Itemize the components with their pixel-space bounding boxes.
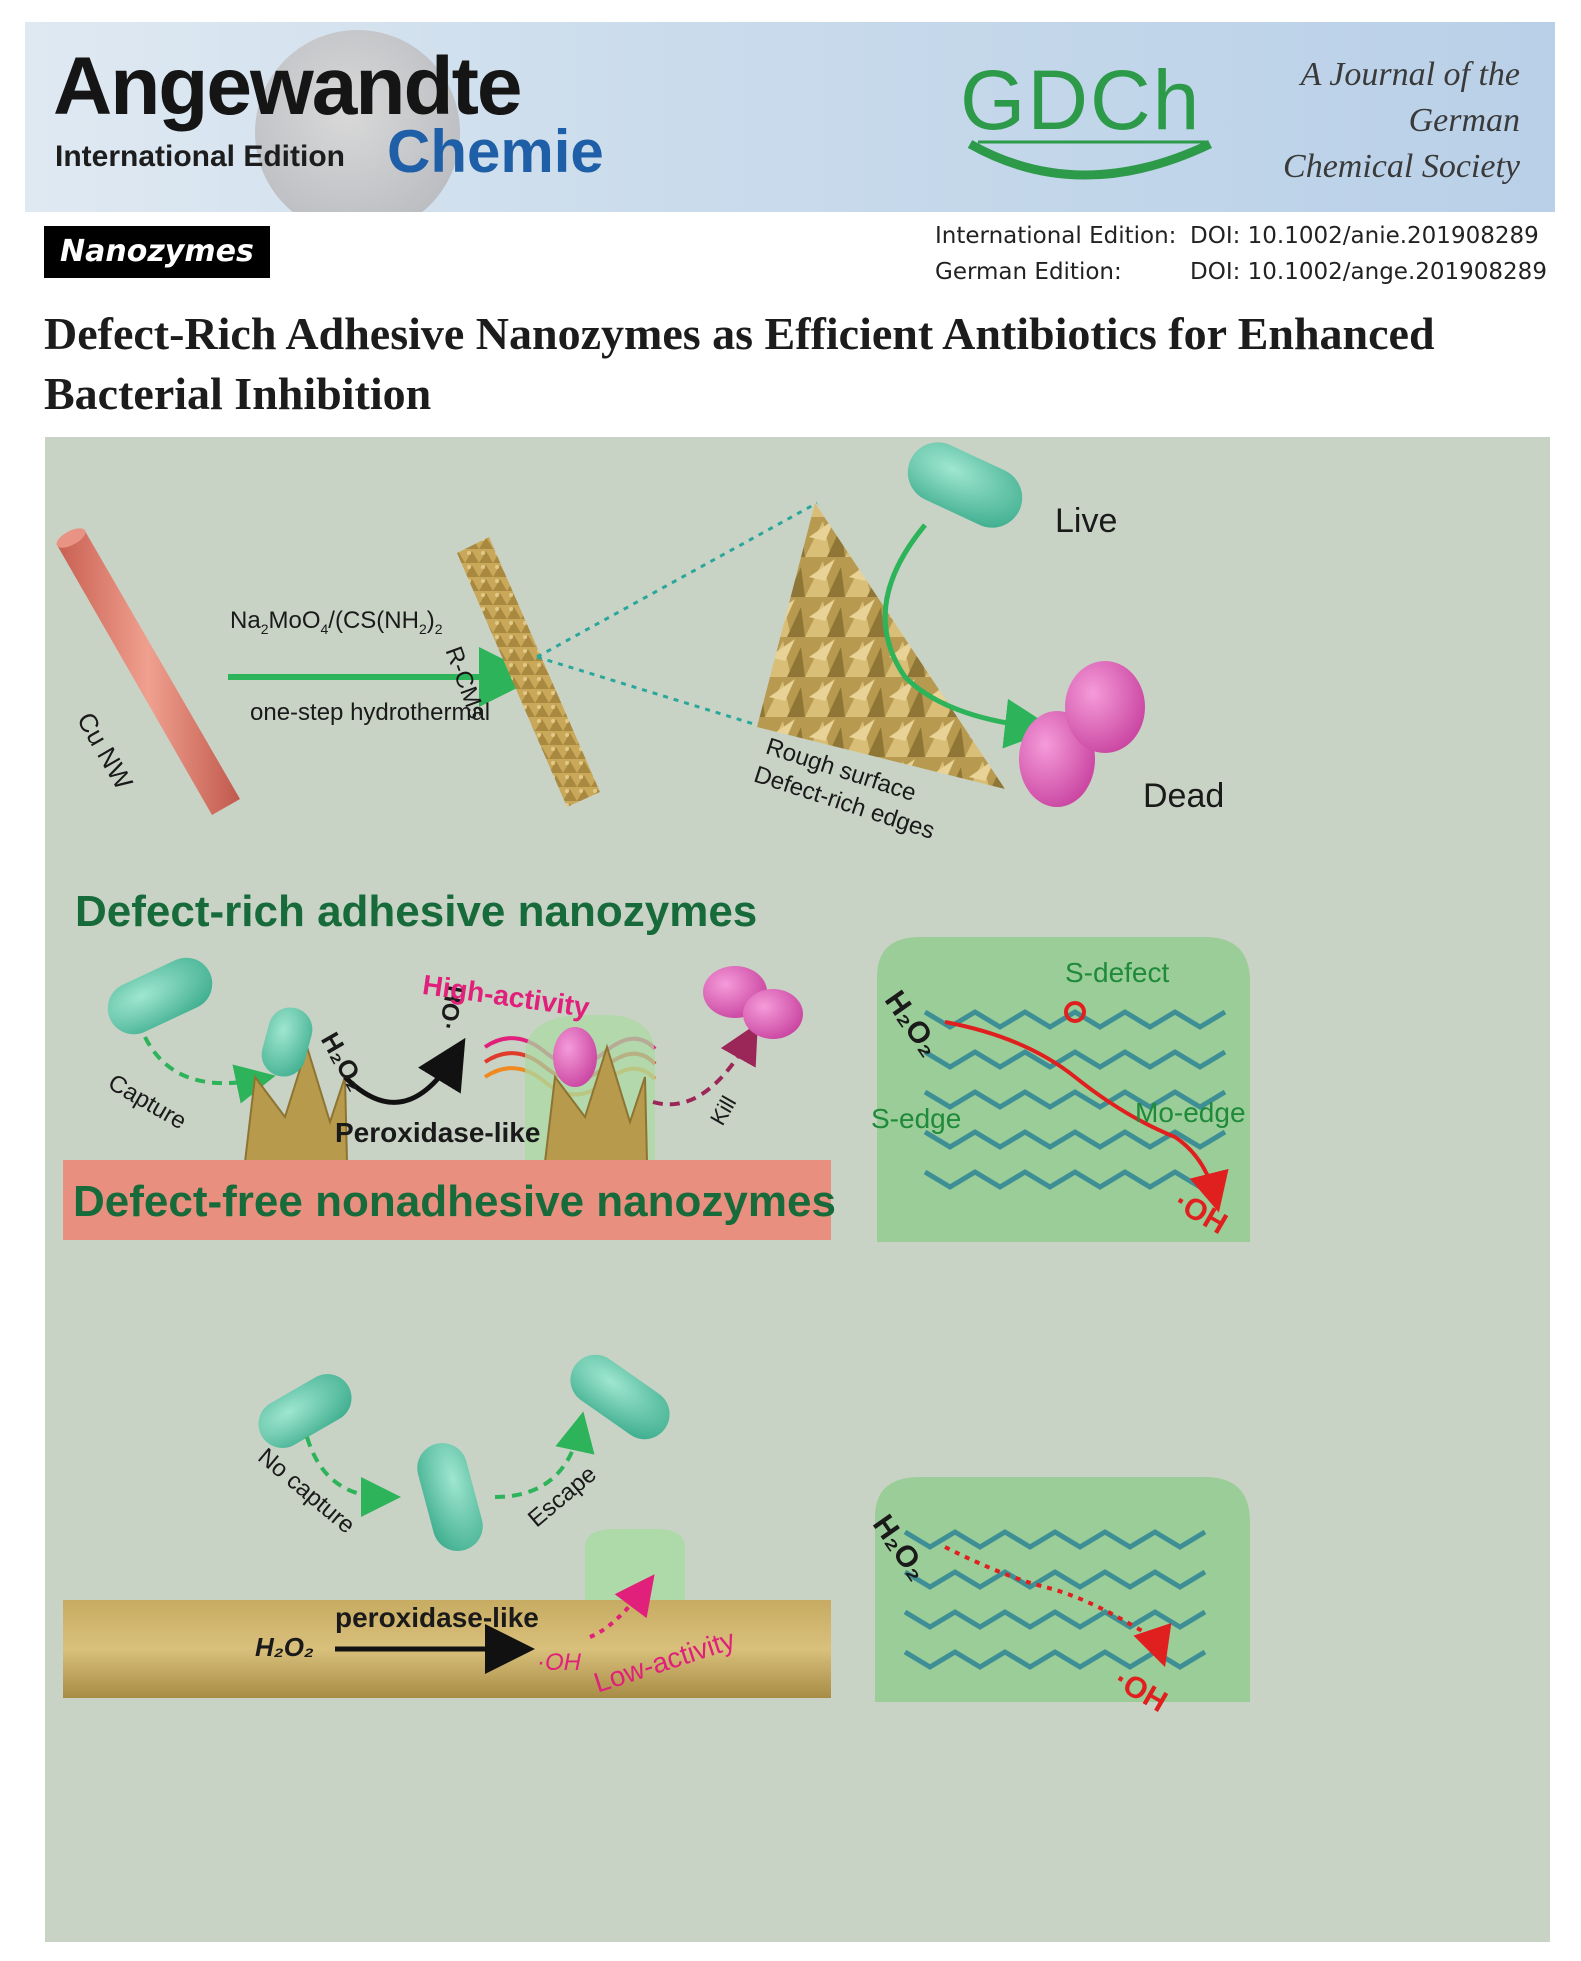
cu-nanowire: [56, 528, 240, 815]
s-defect-label: S-defect: [1065, 957, 1170, 988]
reagent-sub: 2: [260, 620, 269, 637]
rough-surface-zoom: [757, 503, 1005, 789]
mos2-lattice-bottom: [903, 1529, 1207, 1670]
nanoflower-right: [543, 1027, 649, 1163]
live-bacterium: [907, 442, 1023, 528]
peroxidase-like-bottom-label: peroxidase-like: [335, 1602, 539, 1633]
electron-path-arrow-bottom: [944, 1545, 1172, 1668]
dead-bacterium: [1019, 661, 1145, 807]
teal-bacterium-escape-start: [258, 1374, 352, 1448]
doi-intl-link[interactable]: DOI: 10.1002/anie.201908289: [1190, 223, 1539, 249]
heading-defect-free: Defect-free nonadhesive nanozymes: [73, 1177, 836, 1226]
kill-arrow: [652, 1023, 758, 1107]
zoom-line-bottom: [536, 655, 758, 727]
doi-block: International Edition: DOI: 10.1002/anie.…: [935, 218, 1547, 290]
reagent-part: /(CS(NH: [328, 607, 419, 634]
reagent-part: ): [426, 607, 435, 634]
teal-bacterium-middle: [417, 1443, 483, 1551]
mos2-lattice-top: [923, 1009, 1227, 1190]
section-tag: Nanozymes: [44, 226, 270, 278]
society-text: A Journal of the German Chemical Society: [1220, 52, 1520, 190]
figure-artwork: [56, 442, 1250, 1702]
reagent-sub: 2: [418, 620, 427, 637]
no-capture-arrow: [305, 1436, 401, 1517]
peroxidase-like-label: Peroxidase-like: [335, 1117, 541, 1148]
s-defect-marker: [1064, 1001, 1086, 1023]
low-activity-arrow: [589, 1574, 655, 1639]
rcm-rod: [457, 537, 600, 807]
dead-label: Dead: [1143, 777, 1225, 815]
peroxidase-arrow: [343, 1037, 466, 1105]
reagent-part: MoO: [268, 607, 321, 634]
journal-banner: Angewandte International Edition Chemie …: [25, 22, 1555, 212]
doi-german-link[interactable]: DOI: 10.1002/ange.201908289: [1190, 259, 1547, 285]
society-line: A Journal of the: [1300, 56, 1520, 93]
dead-bacterium-small: [703, 966, 803, 1039]
escape-arrow: [494, 1411, 595, 1499]
doi-intl-label: International Edition:: [935, 223, 1177, 249]
teal-bacterium-capture: [107, 957, 213, 1035]
journal-name: Angewandte: [53, 41, 522, 132]
gdch-logo-text: GDCh: [960, 53, 1202, 147]
mo-edge-label: Mo-edge: [1135, 1097, 1246, 1128]
live-label: Live: [1055, 502, 1118, 540]
society-line: German: [1408, 102, 1520, 139]
reagent-label: Na2MoO4/(CS(NH2)2: [230, 607, 443, 637]
journal-name-chemie: Chemie: [387, 118, 604, 185]
cu-substrate: [63, 1160, 831, 1240]
method-label: one-step hydrothermal: [250, 699, 491, 726]
gdch-logo: GDCh: [960, 58, 1230, 208]
reagent-part: Na: [230, 607, 261, 634]
h2o2-bottom-label: H₂O₂: [255, 1632, 314, 1662]
gdch-swoosh-icon: [967, 139, 1212, 180]
reagent-sub: 4: [320, 620, 329, 637]
heading-defect-rich: Defect-rich adhesive nanozymes: [75, 887, 758, 936]
teal-bacterium-escaped: [570, 1354, 670, 1440]
doi-german-label: German Edition:: [935, 259, 1122, 285]
article-title: Defect-Rich Adhesive Nanozymes as Effici…: [44, 308, 1435, 419]
oh-bottom-label: ·OH: [537, 1649, 581, 1676]
society-line: Chemical Society: [1283, 148, 1520, 185]
kill-curve-arrow: [882, 523, 1055, 749]
low-activity-dome: [585, 1529, 685, 1602]
nanoflower-left: [243, 1007, 349, 1163]
journal-edition: International Edition: [55, 140, 345, 173]
graphical-abstract: Cu NW Na2MoO4/(CS(NH2)2 one-step hydroth…: [45, 437, 1550, 1942]
zoom-line-top: [536, 501, 818, 659]
s-edge-label: S-edge: [871, 1103, 962, 1134]
electron-path-arrow: [944, 1020, 1229, 1213]
banner-disc: [255, 30, 460, 212]
capture-arrow: [143, 1036, 276, 1104]
reagent-sub: 2: [434, 620, 443, 637]
